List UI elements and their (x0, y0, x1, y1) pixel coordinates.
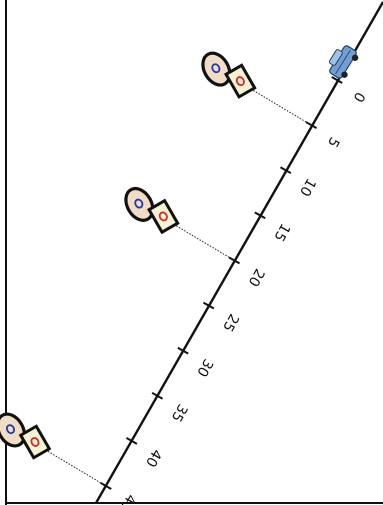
tick-mark (331, 76, 343, 84)
tag-icon (146, 198, 180, 235)
tag-icon (223, 63, 257, 99)
number-line (94, 1, 383, 504)
tick-mark (279, 166, 292, 175)
car-icon (328, 45, 359, 79)
tick-label-0: 0 (349, 89, 367, 105)
tick-mark (202, 301, 215, 310)
number-line-axis (94, 1, 383, 504)
tick-label-20: 20 (245, 266, 268, 289)
tick-mark (151, 391, 164, 400)
tick-label-10: 10 (296, 175, 319, 198)
marker-5 (201, 51, 312, 126)
target-icon (201, 51, 232, 87)
tick-label-45: 45 (116, 491, 139, 505)
tick-label-30: 30 (193, 356, 216, 379)
tick-mark (125, 437, 138, 445)
tick-label-35: 35 (168, 401, 191, 424)
marker-leader (244, 84, 312, 126)
tick-label-5: 5 (324, 134, 342, 150)
marker-45 (0, 412, 107, 487)
tick-mark (254, 211, 266, 220)
target-icon (0, 412, 27, 448)
tick-mark (177, 346, 189, 355)
markers (0, 51, 312, 487)
marker-20 (124, 186, 235, 261)
target-icon (124, 186, 155, 222)
marker-leader (38, 445, 107, 487)
tick-label-25: 25 (219, 311, 242, 334)
tick-label-15: 15 (270, 220, 293, 243)
tick-label-40: 40 (142, 446, 165, 469)
marker-leader (167, 220, 235, 261)
tag-icon (18, 424, 52, 460)
